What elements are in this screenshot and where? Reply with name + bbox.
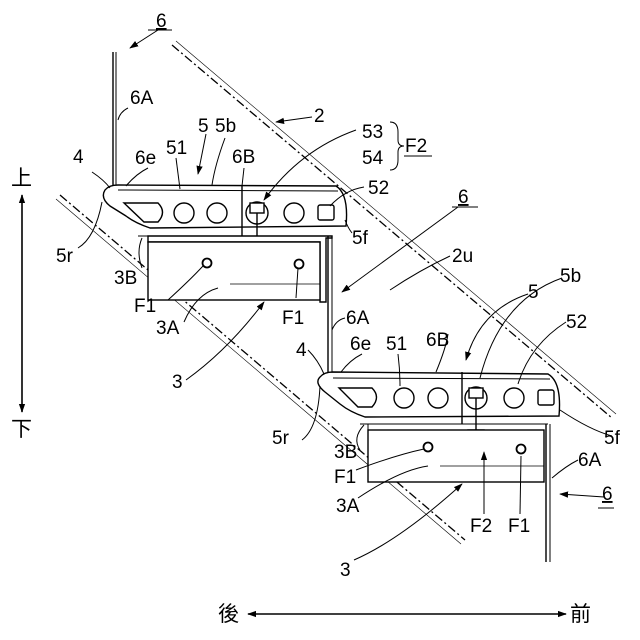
f2-brace — [390, 122, 404, 170]
label-6-top: 6 — [156, 11, 167, 32]
reference-labels: 6 6A 2 4 6e 51 5 5b 6B 53 54 F2 52 5r 5f… — [56, 11, 621, 581]
label-52-bot: 52 — [566, 312, 587, 333]
label-52-top: 52 — [368, 178, 389, 199]
label-6B-top: 6B — [232, 147, 255, 168]
label-5f-top: 5f — [352, 228, 369, 249]
label-3-bot: 3 — [340, 560, 351, 581]
label-6e-bot: 6e — [350, 334, 371, 355]
label-6B-bot: 6B — [426, 330, 449, 351]
label-6A-mid: 6A — [346, 308, 370, 329]
label-5r-top: 5r — [56, 246, 74, 267]
bracket-body-upper — [148, 242, 320, 300]
direction-up-label: 上 — [11, 166, 32, 190]
direction-down-label: 下 — [11, 417, 32, 441]
label-54: 54 — [362, 148, 384, 169]
label-5f-bot: 5f — [604, 428, 621, 449]
label-4-top: 4 — [73, 147, 84, 168]
label-3A-bot: 3A — [336, 496, 360, 517]
label-6-bot: 6 — [602, 484, 613, 505]
label-F2-bot: F2 — [470, 516, 492, 537]
bracket-3B-upper — [138, 236, 148, 242]
label-3-top: 3 — [172, 372, 183, 393]
label-6-mid: 6 — [458, 187, 469, 208]
label-6e-top: 6e — [135, 148, 156, 169]
label-51-bot: 51 — [386, 334, 407, 355]
label-3B-bot: 3B — [334, 442, 357, 463]
label-5-top: 5 — [198, 116, 209, 137]
stringer-upper-edge — [172, 45, 612, 418]
direction-front-label: 前 — [570, 602, 591, 626]
label-F1-bot-right: F1 — [508, 516, 530, 537]
label-51-top: 51 — [166, 138, 187, 159]
label-F2-brace: F2 — [405, 136, 427, 157]
label-6A-bot: 6A — [578, 450, 602, 471]
label-4-bot: 4 — [296, 340, 307, 361]
label-2u: 2u — [452, 246, 473, 267]
label-5r-bot: 5r — [272, 428, 290, 449]
bracket-body-lower — [368, 430, 544, 482]
label-F1-top-right: F1 — [282, 308, 304, 329]
label-F1-top-left: F1 — [134, 296, 156, 317]
label-3B-top: 3B — [114, 268, 137, 289]
label-6A-top: 6A — [130, 88, 154, 109]
label-5-bot: 5 — [528, 282, 539, 303]
label-53: 53 — [362, 122, 383, 143]
label-5b-bot: 5b — [560, 266, 581, 287]
label-2: 2 — [314, 106, 325, 127]
label-F1-bot-left: F1 — [334, 467, 356, 488]
label-3A-top: 3A — [156, 318, 180, 339]
direction-rear-label: 後 — [218, 602, 239, 626]
label-5b-top: 5b — [215, 116, 236, 137]
